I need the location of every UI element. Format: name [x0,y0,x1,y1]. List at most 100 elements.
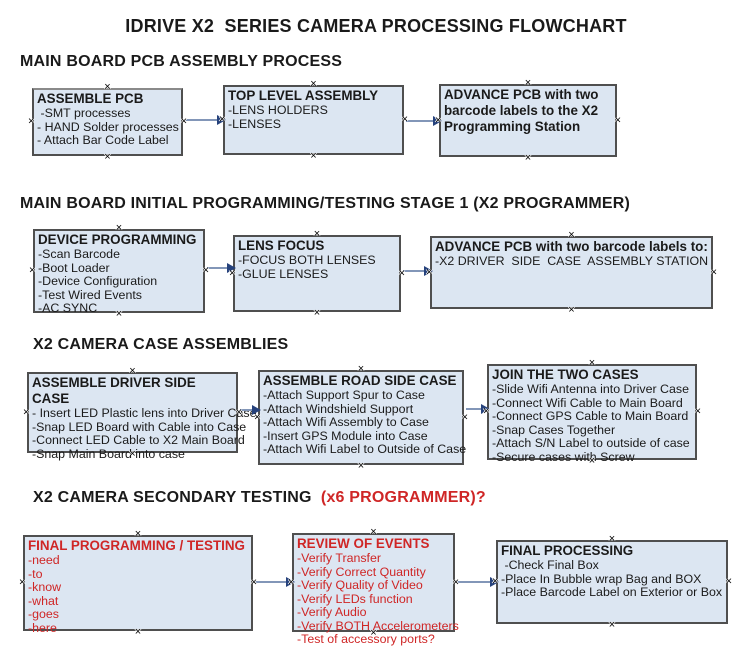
box-items: -FOCUS BOTH LENSES-GLUE LENSES [238,253,396,281]
box-item: -Boot Loader [38,260,110,275]
section-header-red-text: (x6 PROGRAMMER)? [316,489,486,506]
box-item: -LENS HOLDERS [228,103,328,117]
box-item: -know [28,580,62,594]
box-item: -Place Barcode Label on Exterior or Box [501,585,723,599]
box-item: -LENSES [228,116,282,131]
connection-handle-icon: × [19,576,26,589]
box-item: -X2 DRIVER SIDE CASE ASSEMBLY STATION [435,254,709,268]
box-item: -Snap Main Board into case [32,446,185,461]
box-title: FINAL PROCESSING [501,543,634,558]
box-item: -Attach Wifi Assembly to Case [263,415,429,429]
connection-handle-icon: × [694,405,701,418]
box-item: -Connect LED Cable to X2 Main Board [32,433,245,447]
flow-box-lens-focus: LENS FOCUS -FOCUS BOTH LENSES-GLUE LENSE… [229,229,405,319]
connection-handle-icon: × [524,152,532,164]
box-item: -need [28,553,60,567]
connector-arrow-icon [255,577,295,587]
connector-arrow-icon [457,577,499,587]
connection-handle-icon: × [461,411,468,423]
box-item: -Attach Support Spur to Case [263,388,425,402]
section-header-text: X2 CAMERA SECONDARY TESTING [33,489,317,506]
box-item: -Verify Transfer [297,551,382,565]
box-items: -Verify Transfer-Verify Correct Quantity… [297,551,459,647]
box-item: -Connect GPS Cable to Main Board [492,409,689,423]
section-header-case-assemblies: X2 CAMERA CASE ASSEMBLIES [33,336,288,354]
section-header-secondary-testing: X2 CAMERA SECONDARY TESTING (x6 PROGRAMM… [33,489,486,507]
connection-handle-icon: × [23,406,30,418]
box-title: REVIEW OF EVENTS [297,536,430,551]
box-items: - Insert LED Plastic lens into Driver Ca… [32,406,257,461]
box-item: -Test Wired Events [38,287,142,302]
connector-arrow-icon [185,115,226,125]
box-title: JOIN THE TWO CASES [492,367,639,382]
box-items: -Check Final Box-Place In Bubble wrap Ba… [501,558,723,600]
connection-handle-icon: × [710,266,717,278]
box-item: -here [28,620,57,635]
box-item: - Attach Bar Code Label [37,133,169,147]
connection-handle-icon: × [357,460,365,472]
box-item: -Verify BOTH Accelerometers [297,618,459,633]
flow-box-final-processing: FINAL PROCESSING -Check Final Box-Place … [492,534,732,631]
box-item: -Test of accessory ports? [297,632,435,646]
box-items: -Slide Wifi Antenna into Driver Case-Con… [492,382,692,464]
connection-handle-icon: × [614,114,621,126]
box-item: -Verify Audio [297,605,367,619]
box-item: - Insert LED Plastic lens into Driver Ca… [32,406,257,420]
connection-handle-icon: × [28,115,35,128]
flow-box-advance-pcb-driver-side-station: ADVANCE PCB with two barcode labels to: … [426,230,717,316]
box-items: -LENS HOLDERS-LENSES [228,103,399,131]
box-item: -Place In Bubble wrap Bag and BOX [501,571,702,586]
box-item: -Check Final Box [501,558,599,572]
section-header-text: X2 CAMERA CASE ASSEMBLIES [33,336,289,353]
box-item: -Secure cases with Screw [492,449,635,464]
box-items: -Attach Support Spur to Case-Attach Wind… [263,388,467,457]
connection-handle-icon: × [313,307,321,319]
box-title: FINAL PROGRAMMING / TESTING [28,538,245,553]
connection-handle-icon: × [568,304,575,316]
box-item: -Verify Correct Quantity [297,564,426,579]
box-item: -Attach S/N Label to outside of case [492,436,690,450]
connector-arrow-icon [466,404,490,414]
connection-handle-icon: × [608,619,616,631]
page-title: IDRIVE X2 SERIES CAMERA PROCESSING FLOWC… [125,16,627,36]
box-item: -Connect Wifi Cable to Main Board [492,395,683,410]
box-item: -AC SYNC [38,301,98,315]
flow-box-advance-pcb-programming-station: ADVANCE PCB with two barcode labels to t… [435,78,621,164]
box-items: -X2 DRIVER SIDE CASE ASSEMBLY STATION [435,254,709,269]
box-item: -GLUE LENSES [238,266,329,281]
box-items: -SMT processes- HAND Solder processes- A… [37,106,179,148]
connection-handle-icon: × [725,575,732,588]
box-item: -to [28,566,43,581]
connector-arrow-icon [207,263,236,273]
section-header-pcb-assembly: MAIN BOARD PCB ASSEMBLY PROCESS [20,53,342,71]
connector-arrow-icon [240,405,261,415]
box-title: ASSEMBLE DRIVER SIDE CASE [32,375,196,406]
flow-box-assemble-road-side-case: ASSEMBLE ROAD SIDE CASE -Attach Support … [254,364,468,472]
connection-handle-icon: × [104,151,111,163]
box-title: ADVANCE PCB with two barcode labels to t… [444,87,599,134]
box-title: ASSEMBLE ROAD SIDE CASE [263,373,457,388]
box-item: -Attach Windshield Support [263,401,414,416]
box-title: TOP LEVEL ASSEMBLY [228,88,379,103]
box-item: -Device Configuration [38,274,158,288]
box-items: -need-to-know-what-goes-here [28,553,248,635]
flow-box-review-of-events: REVIEW OF EVENTS -Verify Transfer-Verify… [288,527,459,646]
box-items: -Scan Barcode-Boot Loader-Device Configu… [38,247,200,316]
box-item: -Insert GPS Module into Case [263,428,428,443]
box-item: -Verify LEDs function [297,591,413,606]
section-header-text: MAIN BOARD PCB ASSEMBLY PROCESS [20,53,343,70]
section-header-text: MAIN BOARD INITIAL PROGRAMMING/TESTING S… [20,195,631,212]
flow-box-assemble-pcb: ASSEMBLE PCB -SMT processes- HAND Solder… [28,82,187,163]
flow-box-assemble-driver-side-case: ASSEMBLE DRIVER SIDE CASE - Insert LED P… [23,366,256,461]
flow-box-final-programming-testing: FINAL PROGRAMMING / TESTING -need-to-kno… [19,529,257,638]
box-title: DEVICE PROGRAMMING [38,232,197,247]
connection-handle-icon: × [29,264,36,277]
box-item: -Slide Wifi Antenna into Driver Case [492,382,689,396]
connection-handle-icon: × [310,150,317,162]
connector-arrow-icon [406,116,442,126]
section-header-initial-programming: MAIN BOARD INITIAL PROGRAMMING/TESTING S… [20,195,630,213]
box-item: -Snap LED Board with Cable into Case [32,419,247,434]
box-item: -Attach Wifi Label to Outside of Case [263,442,467,456]
box-item: -FOCUS BOTH LENSES [238,253,376,267]
